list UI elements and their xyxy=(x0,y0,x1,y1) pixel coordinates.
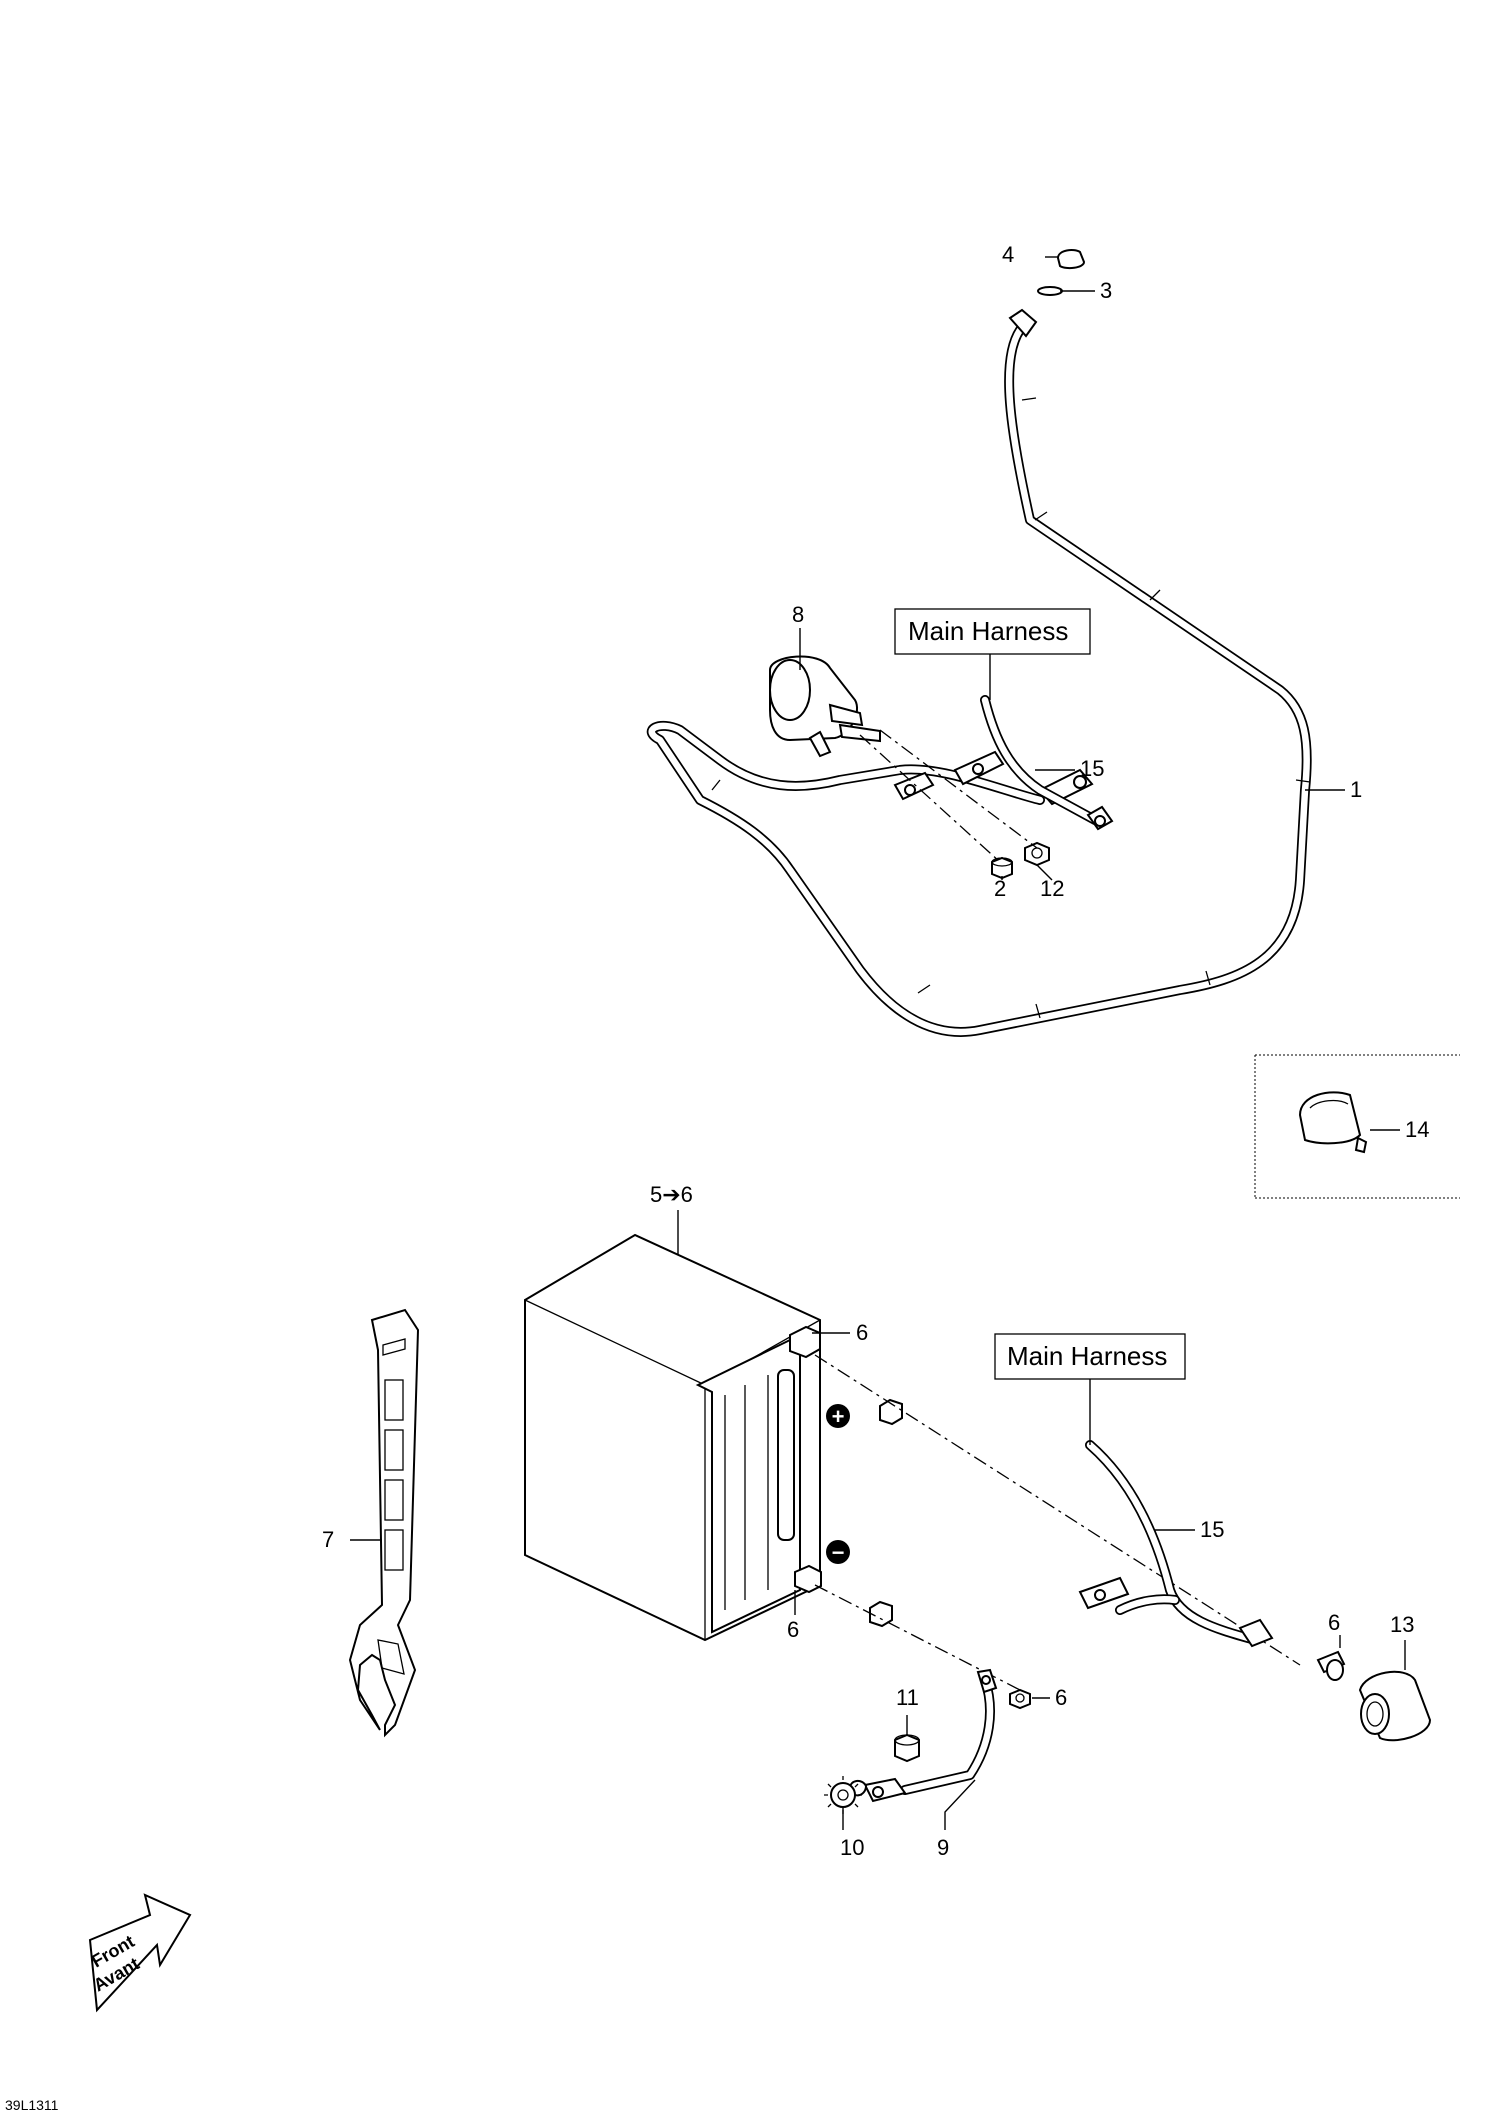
callout-8: 8 xyxy=(792,602,804,627)
callout-1: 1 xyxy=(1350,777,1362,802)
ring-terminal-top xyxy=(893,750,1005,801)
cable-1 xyxy=(646,308,1312,1037)
callout-6-ground: 6 xyxy=(1055,1685,1067,1710)
drawing-code: 39L1311 xyxy=(5,2097,59,2113)
battery-5 xyxy=(524,1233,822,1642)
cable-15-bottom xyxy=(1078,1440,1274,1648)
callout-6-battery: 6 xyxy=(787,1617,799,1642)
solenoid-8 xyxy=(769,655,881,758)
terminal-cover-13 xyxy=(1358,1670,1432,1742)
inset-14 xyxy=(1254,1054,1460,1199)
nut-11 xyxy=(894,1733,920,1763)
cable-15-top xyxy=(980,695,1114,831)
terminal-nut-negative xyxy=(869,1600,893,1628)
nut-12 xyxy=(1024,841,1050,867)
callout-12: 12 xyxy=(1040,876,1064,901)
callout-10: 10 xyxy=(840,1835,864,1860)
positive-text: + xyxy=(832,1404,845,1429)
callout-14: 14 xyxy=(1405,1117,1429,1142)
star-washer-10 xyxy=(824,1776,862,1814)
callout-6-right: 6 xyxy=(1328,1610,1340,1635)
front-direction-arrow: Front Avant xyxy=(88,1893,192,2013)
negative-terminal-symbol: − xyxy=(826,1540,850,1565)
callout-6-top: 6 xyxy=(856,1320,868,1345)
callout-15-bottom: 15 xyxy=(1200,1517,1224,1542)
terminal-nut-positive xyxy=(879,1398,903,1426)
bolt-6-right xyxy=(1316,1650,1346,1681)
callout-4: 4 xyxy=(1002,242,1014,267)
washer-3 xyxy=(1037,286,1063,296)
main-harness-text-bottom: Main Harness xyxy=(1007,1341,1167,1371)
main-harness-label-top: Main Harness xyxy=(894,608,1091,655)
callout-15-top: 15 xyxy=(1080,756,1104,781)
callout-9: 9 xyxy=(937,1835,949,1860)
strap-7 xyxy=(348,1308,420,1738)
callout-5: 5➔6 xyxy=(650,1182,693,1207)
callout-11: 11 xyxy=(896,1685,919,1710)
negative-text: − xyxy=(832,1540,845,1565)
main-harness-text-top: Main Harness xyxy=(908,616,1068,646)
cap-4 xyxy=(1056,249,1086,270)
nut-2 xyxy=(991,856,1013,880)
callout-2: 2 xyxy=(994,876,1006,901)
cable-9 xyxy=(848,1668,998,1803)
callout-13: 13 xyxy=(1390,1612,1414,1637)
positive-terminal-symbol: + xyxy=(826,1404,850,1429)
nut-6-ground xyxy=(1009,1688,1031,1710)
callout-7: 7 xyxy=(322,1527,334,1552)
callout-3: 3 xyxy=(1100,278,1112,303)
main-harness-label-bottom: Main Harness xyxy=(994,1333,1186,1380)
